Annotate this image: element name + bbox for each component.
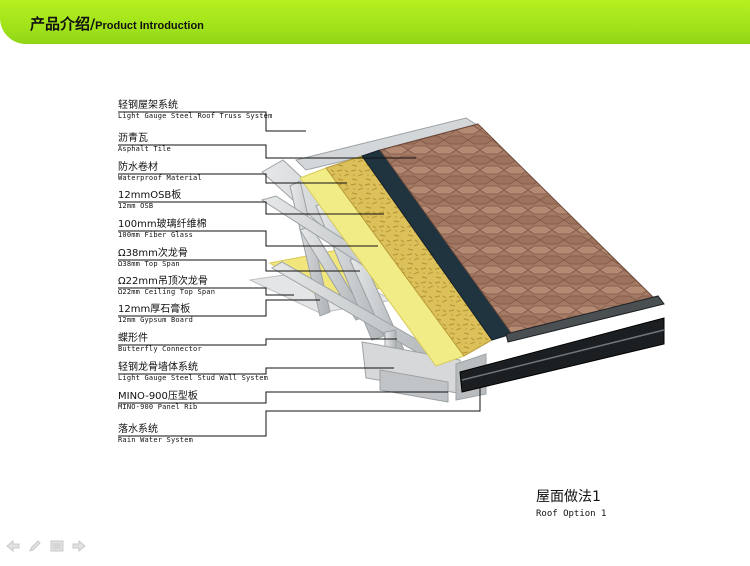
slide-navigation xyxy=(6,537,86,549)
label-en: Ω38mm Top Span xyxy=(118,260,188,269)
label-fiber-glass: 100mm玻璃纤维棉 100mm Fiber Glass xyxy=(118,219,207,240)
pen-icon[interactable] xyxy=(28,537,42,549)
label-ceiling-top-span-22: Ω22mm吊顶次龙骨 Ω22mm Ceiling Top Span xyxy=(118,276,215,297)
label-zh: 轻钢龙骨墙体系统 xyxy=(118,362,268,374)
label-en: 100mm Fiber Glass xyxy=(118,231,207,240)
label-zh: 12mm厚石膏板 xyxy=(118,304,193,316)
label-zh: 轻钢屋架系统 xyxy=(118,100,273,112)
label-top-span-38: Ω38mm次龙骨 Ω38mm Top Span xyxy=(118,248,188,269)
diagram-caption: 屋面做法1 Roof Option 1 xyxy=(536,488,606,520)
label-zh: Ω22mm吊顶次龙骨 xyxy=(118,276,215,288)
label-zh: 100mm玻璃纤维棉 xyxy=(118,219,207,231)
label-butterfly-connector: 蝶形件 Butterfly Connector xyxy=(118,333,202,354)
label-gypsum-board: 12mm厚石膏板 12mm Gypsum Board xyxy=(118,304,193,325)
label-en: Rain Water System xyxy=(118,436,193,445)
label-osb: 12mmOSB板 12mm OSB xyxy=(118,190,181,211)
label-en: Light Gauge Steel Stud Wall System xyxy=(118,374,268,383)
label-zh: 蝶形件 xyxy=(118,333,202,345)
label-en: Light Gauge Steel Roof Truss System xyxy=(118,112,273,121)
label-zh: 沥青瓦 xyxy=(118,133,171,145)
label-en: MINO-900 Panel Rib xyxy=(118,403,198,412)
label-en: Butterfly Connector xyxy=(118,345,202,354)
prev-arrow-icon[interactable] xyxy=(6,537,20,549)
label-waterproof-material: 防水卷材 Waterproof Material xyxy=(118,162,202,183)
label-zh: 12mmOSB板 xyxy=(118,190,181,202)
next-arrow-icon[interactable] xyxy=(72,537,86,549)
label-en: Asphalt Tile xyxy=(118,145,171,154)
label-zh: MINO-900压型板 xyxy=(118,391,198,403)
label-en: Waterproof Material xyxy=(118,174,202,183)
label-panel-rib: MINO-900压型板 MINO-900 Panel Rib xyxy=(118,391,198,412)
label-zh: 防水卷材 xyxy=(118,162,202,174)
label-zh: 落水系统 xyxy=(118,424,193,436)
menu-icon[interactable] xyxy=(50,537,64,549)
label-asphalt-tile: 沥青瓦 Asphalt Tile xyxy=(118,133,171,154)
label-roof-truss-system: 轻钢屋架系统 Light Gauge Steel Roof Truss Syst… xyxy=(118,100,273,121)
label-zh: Ω38mm次龙骨 xyxy=(118,248,188,260)
caption-title-en: Roof Option 1 xyxy=(536,508,606,520)
label-en: 12mm Gypsum Board xyxy=(118,316,193,325)
label-rain-water-system: 落水系统 Rain Water System xyxy=(118,424,193,445)
caption-title-zh: 屋面做法1 xyxy=(536,488,606,506)
label-en: Ω22mm Ceiling Top Span xyxy=(118,288,215,297)
label-en: 12mm OSB xyxy=(118,202,181,211)
label-stud-wall-system: 轻钢龙骨墙体系统 Light Gauge Steel Stud Wall Sys… xyxy=(118,362,268,383)
